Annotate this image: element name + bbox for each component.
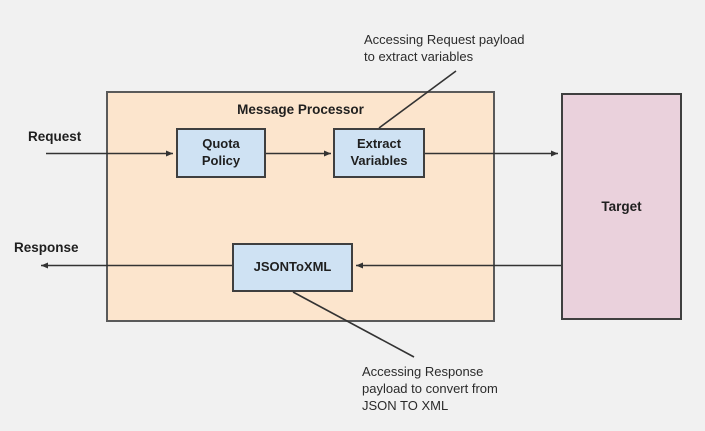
request-label: Request	[28, 129, 82, 144]
node-quota-policy: Quota Policy	[176, 128, 266, 178]
node-extract-variables: Extract Variables	[333, 128, 425, 178]
target-label: Target	[601, 199, 642, 214]
annotation-request-payload: Accessing Request payload to extract var…	[364, 32, 525, 64]
target-box: Target	[561, 93, 682, 320]
processor-title: Message Processor	[237, 102, 364, 117]
response-label: Response	[14, 240, 79, 255]
annotation-response-payload: Accessing Response payload to convert fr…	[362, 364, 498, 413]
node-jsontoxml: JSONToXML	[232, 243, 353, 292]
